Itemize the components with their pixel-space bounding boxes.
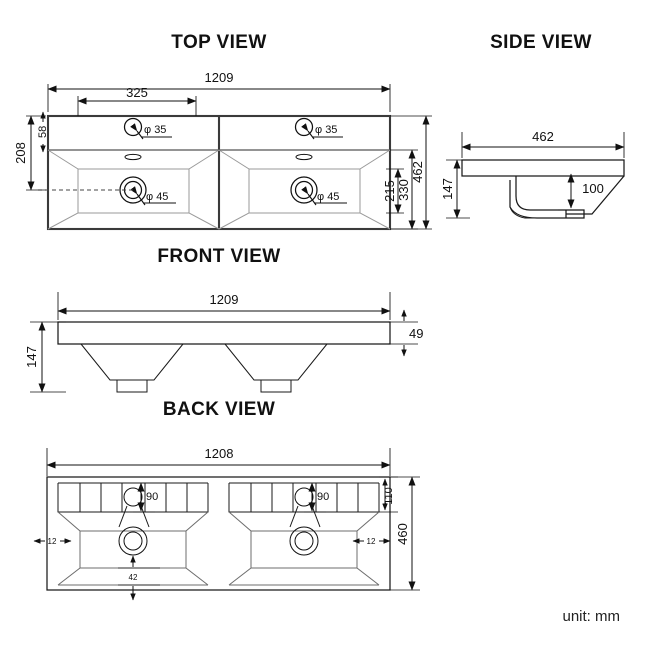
dim-side-depth-label: 462 (532, 129, 554, 144)
callout-tap-right: φ 35 (301, 123, 343, 140)
back-view-right-deck (228, 482, 380, 586)
drain-outer-right-icon (290, 176, 318, 204)
dim-back-edge-right: 12 (352, 537, 391, 546)
dim-back-front-rib-label: 42 (129, 573, 138, 582)
dim-top-bowl-to-front-label: 330 (396, 179, 411, 201)
dim-back-height: 460 (390, 476, 420, 591)
front-view-title: FRONT VIEW (157, 246, 280, 267)
drain-outer-left-icon (119, 176, 147, 204)
dim-top-drain-from-back-label: 208 (13, 142, 28, 164)
dim-back-front-rib: 42 (118, 555, 160, 601)
dim-side-bowl-depth-label: 100 (582, 181, 604, 196)
dim-back-width-label: 1208 (205, 446, 234, 461)
dim-back-tap-right: 90 (304, 482, 329, 513)
dim-top-overall-width: 1209 (47, 70, 391, 112)
dim-top-back-ledge-label: 58 (37, 126, 49, 138)
callout-tap-left: φ 35 (130, 123, 172, 140)
dim-back-tap-left-label: 90 (146, 491, 158, 503)
back-drain-outer-left-icon (118, 526, 148, 556)
overflow-slot-right-icon (295, 153, 313, 161)
dim-back-deck-height: 110 (379, 476, 398, 513)
callout-drain-left-label: φ 45 (146, 191, 168, 203)
dim-front-width-label: 1209 (210, 292, 239, 307)
dim-front-slab-thickness-label: 49 (409, 326, 423, 341)
top-view-title: TOP VIEW (171, 32, 266, 53)
dim-side-height-label: 147 (440, 178, 455, 200)
dim-back-edge-right-label: 12 (367, 537, 376, 546)
callout-tap-right-label: φ 35 (315, 124, 337, 136)
dim-top-tap-offset-label: 325 (126, 85, 148, 100)
back-view-body-outline (46, 476, 391, 591)
back-view-group: BACK VIEW (33, 399, 420, 601)
dim-top-overall-depth: 462 (390, 115, 432, 230)
dim-side-bowl-depth: 100 (558, 173, 604, 211)
dim-top-bowl-depth-label: 215 (382, 180, 397, 202)
top-view-group: TOP VIEW (13, 32, 432, 231)
top-view-right-bowl (218, 117, 391, 230)
dim-back-width: 1208 (46, 446, 391, 476)
dim-back-tap-right-label: 90 (317, 491, 329, 503)
dim-back-height-label: 460 (395, 523, 410, 545)
dim-back-deck-height-label: 110 (383, 487, 395, 505)
callout-tap-left-label: φ 35 (144, 124, 166, 136)
dim-top-back-ledge: 58 (37, 111, 49, 153)
dim-side-depth: 462 (461, 129, 625, 158)
back-drain-inner-right-icon (294, 531, 314, 551)
dim-back-edge-left-label: 12 (48, 537, 57, 546)
back-drain-outer-right-icon (289, 526, 319, 556)
overflow-slot-left-icon (124, 153, 142, 161)
callout-drain-right: φ 45 (301, 186, 347, 206)
back-view-title: BACK VIEW (163, 399, 275, 420)
callout-drain-left: φ 45 (130, 186, 176, 206)
callout-drain-right-label: φ 45 (317, 191, 339, 203)
dim-back-tap-left: 90 (133, 482, 158, 513)
dim-top-overall-depth-label: 462 (410, 161, 425, 183)
top-view-left-bowl (47, 117, 220, 230)
side-view-group: SIDE VIEW 462 147 (440, 32, 625, 219)
side-view-title: SIDE VIEW (490, 32, 592, 53)
dim-back-edge-left: 12 (33, 537, 72, 546)
dim-top-tap-offset: 325 (77, 85, 197, 116)
back-drain-inner-left-icon (123, 531, 143, 551)
side-view-body-outline (461, 159, 625, 219)
dim-front-height-label: 147 (24, 346, 39, 368)
front-view-group: FRONT VIEW 1209 147 (24, 246, 423, 393)
tap-hole-left-icon (123, 117, 143, 137)
unit-label: unit: mm (562, 608, 620, 625)
dim-front-height: 147 (24, 321, 66, 393)
dim-top-drain-from-back: 208 (13, 115, 46, 191)
dim-front-width: 1209 (57, 292, 391, 320)
dim-front-slab-thickness: 49 (388, 309, 423, 357)
dim-top-bowl-depth: 215 (382, 168, 404, 214)
dim-side-height: 147 (440, 159, 470, 219)
front-view-body-outline (57, 321, 391, 393)
tap-hole-right-icon (294, 117, 314, 137)
drain-inner-right-icon (294, 180, 314, 200)
dim-top-overall-width-label: 1209 (205, 70, 234, 85)
